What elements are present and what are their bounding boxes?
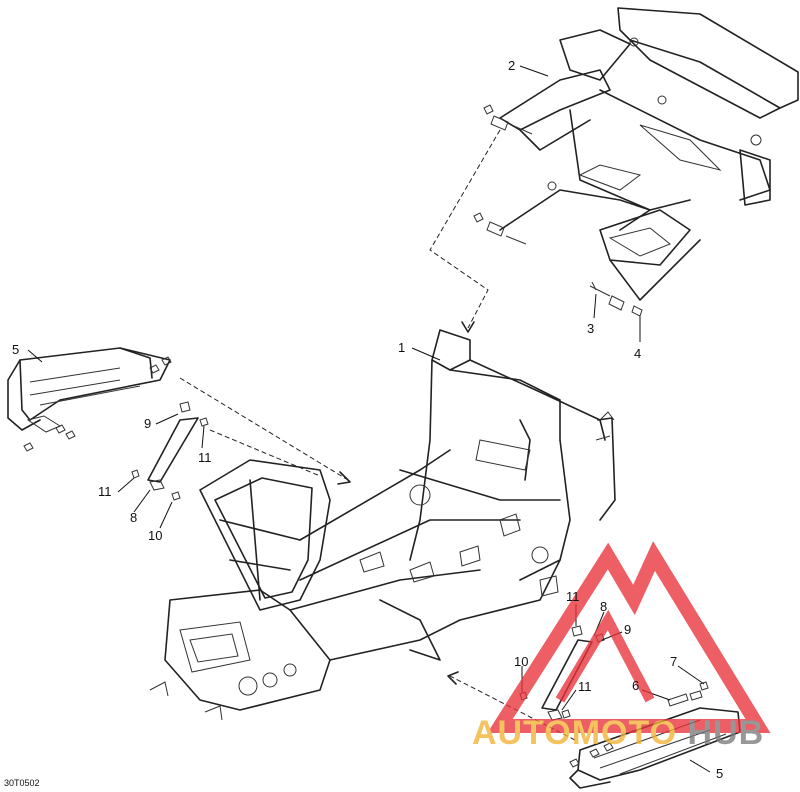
callout-labels: 1 2 3 4 5 5 6 7 8 8 9 9 10 10 11 11 11 1… <box>12 58 723 781</box>
callout-5-right: 5 <box>716 766 723 781</box>
main-frame-drawing <box>149 329 616 721</box>
left-strut-drawing <box>131 401 209 501</box>
arrow-head-to-frame <box>461 321 475 333</box>
watermark-logo: AUTOMOTO HUB <box>472 541 771 752</box>
callout-11-d: 11 <box>578 679 592 694</box>
diagram-code: 30T0502 <box>4 778 40 788</box>
watermark-triangle-icon <box>487 541 771 733</box>
callout-1: 1 <box>398 340 405 355</box>
callout-11-a: 11 <box>198 450 212 465</box>
left-footrest-drawing <box>7 347 172 452</box>
callout-10-right: 10 <box>514 654 528 669</box>
callout-2: 2 <box>508 58 515 73</box>
callout-9-right: 9 <box>624 622 631 637</box>
callout-8-left: 8 <box>130 510 137 525</box>
arrow-head-footrest-right <box>447 671 459 685</box>
watermark-text-main: AUTOMOTO <box>472 714 677 752</box>
arrow-head-footrest-left <box>337 471 351 485</box>
callout-5-left: 5 <box>12 342 19 357</box>
rear-subframe-drawing <box>473 7 799 317</box>
callout-11-b: 11 <box>98 484 112 499</box>
callout-3: 3 <box>587 321 594 336</box>
callout-10-left: 10 <box>148 528 162 543</box>
callout-8-right: 8 <box>600 599 607 614</box>
assembly-arrows <box>179 129 576 741</box>
callout-6: 6 <box>632 678 639 693</box>
callout-7: 7 <box>670 654 677 669</box>
callout-9-left: 9 <box>144 416 151 431</box>
callout-11-c: 11 <box>566 589 580 604</box>
callout-4: 4 <box>634 346 641 361</box>
svg-text:AUTOMOTO HUB: AUTOMOTO HUB <box>472 714 764 752</box>
watermark-text-accent: HUB <box>688 714 765 752</box>
